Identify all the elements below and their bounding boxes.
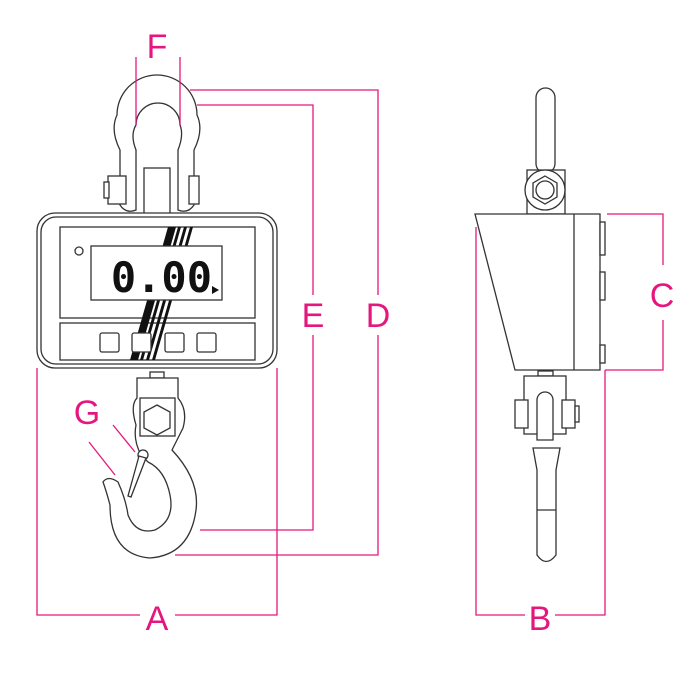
unit-arrow-icon xyxy=(212,286,219,294)
dimension-label-b: B xyxy=(529,600,552,638)
eye-bolt xyxy=(535,87,556,174)
side-button-1 xyxy=(599,221,606,256)
dimension-label-e: E xyxy=(302,297,325,335)
front-view: 0.00 xyxy=(36,74,278,559)
safety-latch xyxy=(127,455,147,498)
dimension-label-f: F xyxy=(147,28,168,66)
dimension-label-a: A xyxy=(146,600,169,638)
scale-button-4 xyxy=(196,332,217,353)
hook-hex-nut xyxy=(143,404,171,436)
side-view xyxy=(474,87,606,563)
dimension-label-g: G xyxy=(74,394,100,432)
dimension-label-d: D xyxy=(366,297,391,335)
dimension-lines: F D E A G C B xyxy=(36,28,675,638)
shackle-nut-right xyxy=(188,175,200,205)
shackle-nut-left xyxy=(107,175,127,205)
swivel-ring xyxy=(524,169,566,211)
side-nut-right xyxy=(561,399,576,429)
weight-reading: 0.00 xyxy=(111,253,212,302)
scale-button-2 xyxy=(131,332,152,353)
hook xyxy=(102,371,198,559)
side-button-2 xyxy=(599,271,606,301)
housing-side xyxy=(474,213,601,371)
dimension-label-c: C xyxy=(650,277,675,315)
scale-button-1 xyxy=(99,332,120,353)
shackle xyxy=(103,74,201,215)
hook-side xyxy=(532,447,561,563)
scale-button-3 xyxy=(164,332,185,353)
side-button-3 xyxy=(599,344,606,364)
lcd-window xyxy=(90,245,223,301)
side-nut-left xyxy=(514,399,529,429)
indicator-light xyxy=(74,246,84,256)
